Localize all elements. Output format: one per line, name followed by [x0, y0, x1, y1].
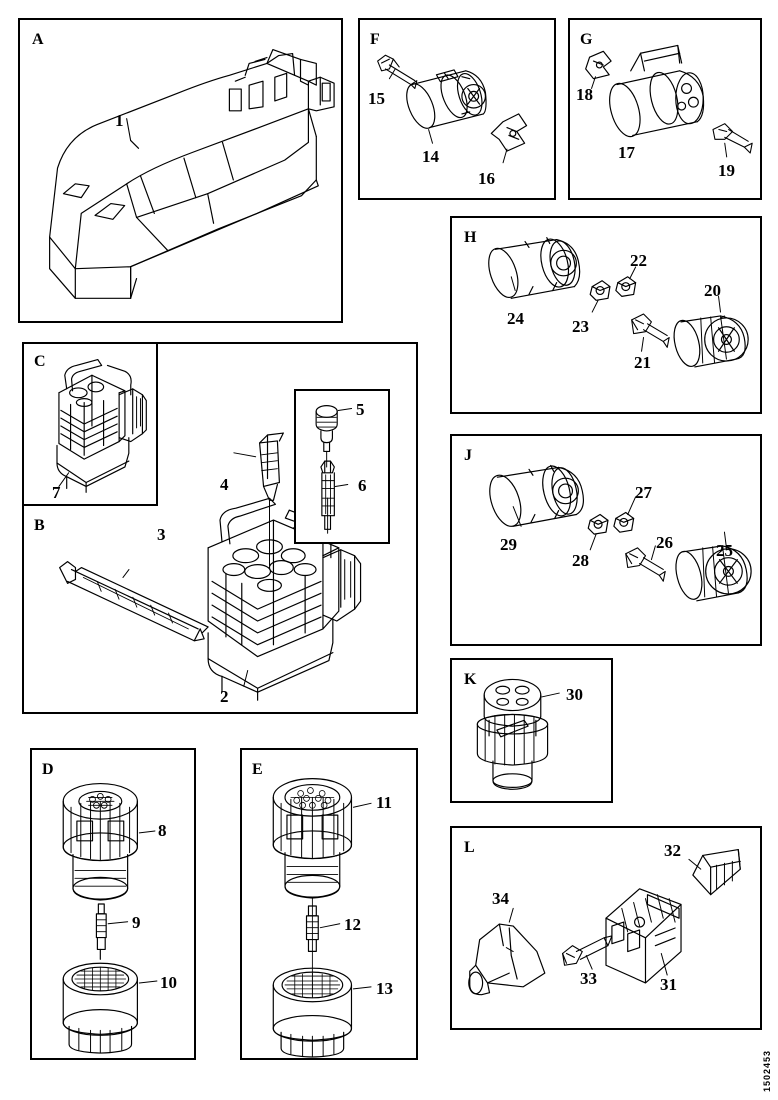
panel-g-label: G	[580, 31, 593, 48]
callout-5: 5	[356, 400, 365, 419]
callout-11: 11	[376, 793, 393, 812]
callout-29: 29	[500, 535, 517, 554]
callout-22: 22	[630, 251, 647, 270]
callout-25: 25	[716, 541, 733, 560]
callout-9: 9	[132, 913, 141, 932]
callout-27: 27	[635, 483, 652, 502]
panel-c: C	[22, 342, 158, 506]
panel-l-label: L	[464, 839, 476, 856]
panel-f-artwork	[360, 20, 554, 198]
panel-f: F	[358, 18, 556, 200]
callout-21: 21	[634, 353, 651, 372]
panel-c-label: C	[34, 353, 47, 370]
panel-f-label: F	[370, 31, 381, 48]
callout-19: 19	[718, 161, 735, 180]
panel-h: H	[450, 216, 762, 414]
panel-k-label: K	[464, 671, 477, 688]
panel-d-artwork	[32, 750, 194, 1058]
callout-13: 13	[376, 979, 393, 998]
panel-l-artwork	[452, 828, 760, 1028]
callout-6: 6	[358, 476, 367, 495]
figure-code: 1502453	[762, 1049, 772, 1092]
callout-4: 4	[220, 475, 229, 494]
callout-3: 3	[157, 525, 166, 544]
callout-28: 28	[572, 551, 589, 570]
callout-15: 15	[368, 89, 385, 108]
callout-23: 23	[572, 317, 589, 336]
panel-l: L	[450, 826, 762, 1030]
panel-e-label: E	[252, 761, 264, 778]
panel-b-detail-artwork	[296, 391, 388, 542]
panel-b-detail-box: 5 6	[294, 389, 390, 544]
callout-31: 31	[660, 975, 677, 994]
callout-20: 20	[704, 281, 721, 300]
callout-18: 18	[576, 85, 593, 104]
panel-a: A	[18, 18, 343, 323]
callout-14: 14	[422, 147, 439, 166]
callout-17: 17	[618, 143, 635, 162]
panel-d: D	[30, 748, 196, 1060]
callout-24: 24	[507, 309, 524, 328]
panel-j-label: J	[464, 447, 473, 464]
callout-30: 30	[566, 685, 583, 704]
callout-1: 1	[115, 111, 124, 130]
panel-j: J	[450, 434, 762, 646]
panel-h-label: H	[464, 229, 477, 246]
panel-k: K	[450, 658, 613, 803]
callout-10: 10	[160, 973, 177, 992]
callout-32: 32	[664, 841, 681, 860]
panel-h-artwork	[452, 218, 760, 412]
callout-26: 26	[656, 533, 673, 552]
callout-8: 8	[158, 821, 167, 840]
callout-34: 34	[492, 889, 509, 908]
callout-2: 2	[220, 687, 229, 706]
panel-b-label: B	[34, 517, 46, 534]
callout-33: 33	[580, 969, 597, 988]
callout-12: 12	[344, 915, 361, 934]
panel-g: G	[568, 18, 762, 200]
panel-d-label: D	[42, 761, 55, 778]
panel-a-artwork	[20, 20, 341, 321]
callout-7: 7	[52, 483, 61, 502]
panel-a-label: A	[32, 31, 45, 48]
panel-j-artwork	[452, 436, 760, 644]
panel-e: E	[240, 748, 418, 1060]
callout-16: 16	[478, 169, 495, 188]
